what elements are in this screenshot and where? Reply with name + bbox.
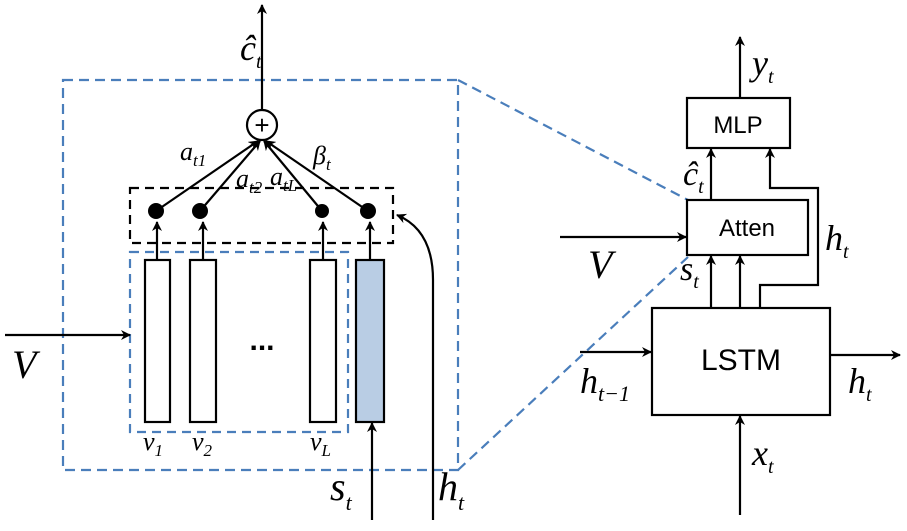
c-hat-label: ĉt [240, 28, 262, 73]
feature-v1: v1 [143, 427, 163, 460]
feature-bar-2 [188, 258, 218, 424]
s-label-left: st [330, 464, 353, 515]
mlp-box [685, 96, 792, 150]
lstm-label: LSTM [701, 344, 781, 377]
weight-a-t1: at1 [180, 137, 206, 170]
feature-bar-1 [143, 258, 172, 424]
weights-box [128, 186, 395, 245]
weight-beta: βt [312, 141, 332, 174]
features-box [128, 250, 350, 434]
y-label: yt [749, 43, 774, 88]
feature-v2: v2 [192, 427, 213, 460]
state-bar [354, 258, 386, 424]
atten-label: Atten [719, 215, 775, 242]
attention-zoom-box [61, 78, 460, 472]
V-label-right: V [588, 242, 617, 287]
weight-a-tL: atL [270, 162, 297, 195]
atten-box [685, 198, 810, 257]
c-hat-label-right: ĉt [683, 156, 704, 198]
h-arrow [396, 213, 435, 520]
mlp-label: MLP [713, 112, 762, 139]
feature-vL: vL [310, 427, 331, 460]
feature-bar-L [308, 258, 338, 424]
x-label: xt [751, 433, 774, 478]
V-label-left: V [12, 342, 41, 387]
h-label-left: ht [438, 464, 465, 515]
h-out-label: ht [848, 361, 872, 406]
ellipsis: ... [249, 324, 274, 357]
plus-icon: + [254, 110, 269, 140]
sum-node [245, 108, 279, 142]
weight-a-t2: at2 [236, 164, 263, 197]
h-prev-label: ht−1 [580, 361, 630, 406]
h-loop-label: ht [825, 218, 849, 263]
s-label-right: st [680, 251, 699, 293]
